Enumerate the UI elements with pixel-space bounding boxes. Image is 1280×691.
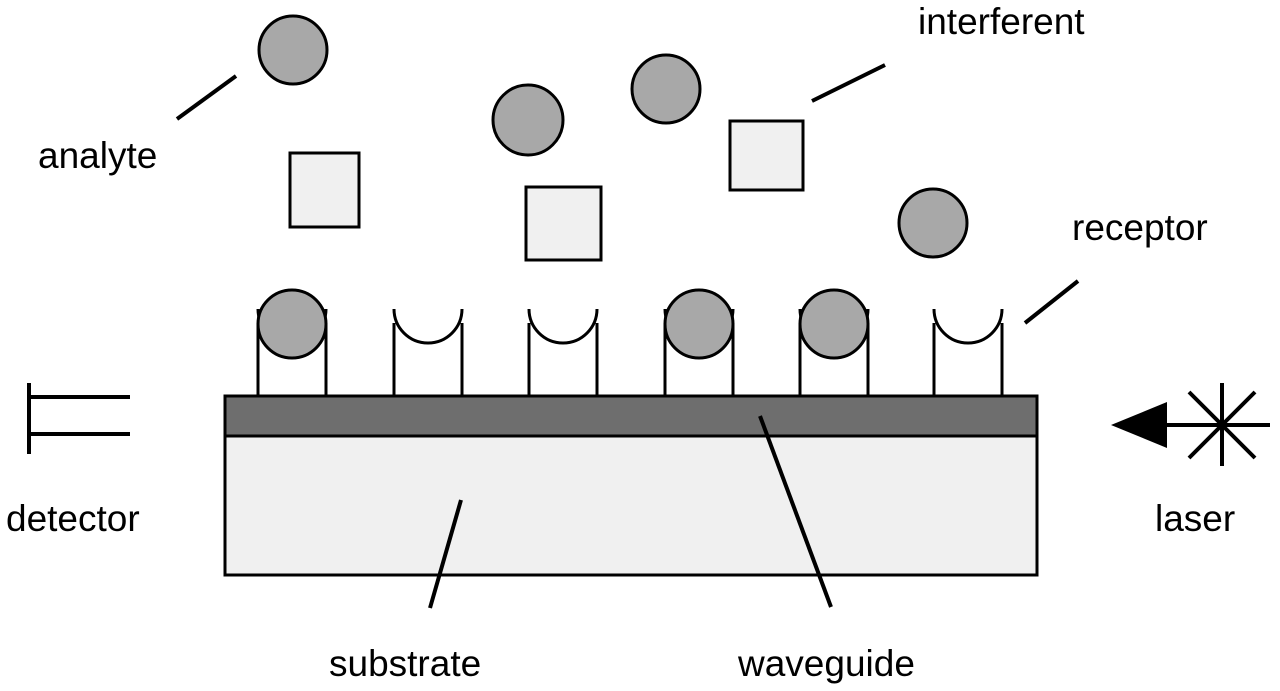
receptor-bound xyxy=(663,288,735,396)
receptor-label: receptor xyxy=(1072,207,1208,248)
receptor-empty xyxy=(527,308,599,396)
free-analyte-4 xyxy=(897,187,969,259)
waveguide-layer xyxy=(223,394,1039,438)
interferent-1 xyxy=(288,151,361,229)
substrate-leader-line xyxy=(428,499,463,609)
interferent-leader-line xyxy=(811,63,886,103)
analyte-label: analyte xyxy=(38,135,157,176)
receptor-array xyxy=(256,288,1004,396)
analyte-leader-line xyxy=(175,74,238,121)
interferent-label: interferent xyxy=(918,1,1085,42)
waveguide-leader-line xyxy=(758,415,833,608)
receptor-empty xyxy=(392,308,464,396)
laser-label: laser xyxy=(1155,498,1235,539)
substrate-block xyxy=(223,434,1039,577)
bound-analyte xyxy=(256,288,328,360)
receptor-cup xyxy=(527,308,599,345)
receptor-leader-line xyxy=(1023,279,1080,325)
substrate-label: substrate xyxy=(329,643,481,684)
free-analyte-1 xyxy=(257,14,329,86)
laser-icon xyxy=(1111,383,1270,466)
receptor-bound xyxy=(798,288,870,396)
bound-analyte xyxy=(798,288,870,360)
waveguide-label: waveguide xyxy=(737,643,915,684)
laser-arrowhead xyxy=(1111,402,1167,448)
detector-label: detector xyxy=(6,498,140,539)
detector-icon xyxy=(27,383,130,454)
receptor-bound xyxy=(256,288,328,396)
bound-analyte xyxy=(663,288,735,360)
free-analyte-2 xyxy=(491,83,565,157)
receptor-empty xyxy=(932,308,1004,396)
receptor-cup xyxy=(392,308,464,345)
receptor-cup xyxy=(932,308,1004,345)
free-analyte-3 xyxy=(630,53,702,125)
interferent-3 xyxy=(728,119,805,192)
interferent-2 xyxy=(524,185,603,262)
